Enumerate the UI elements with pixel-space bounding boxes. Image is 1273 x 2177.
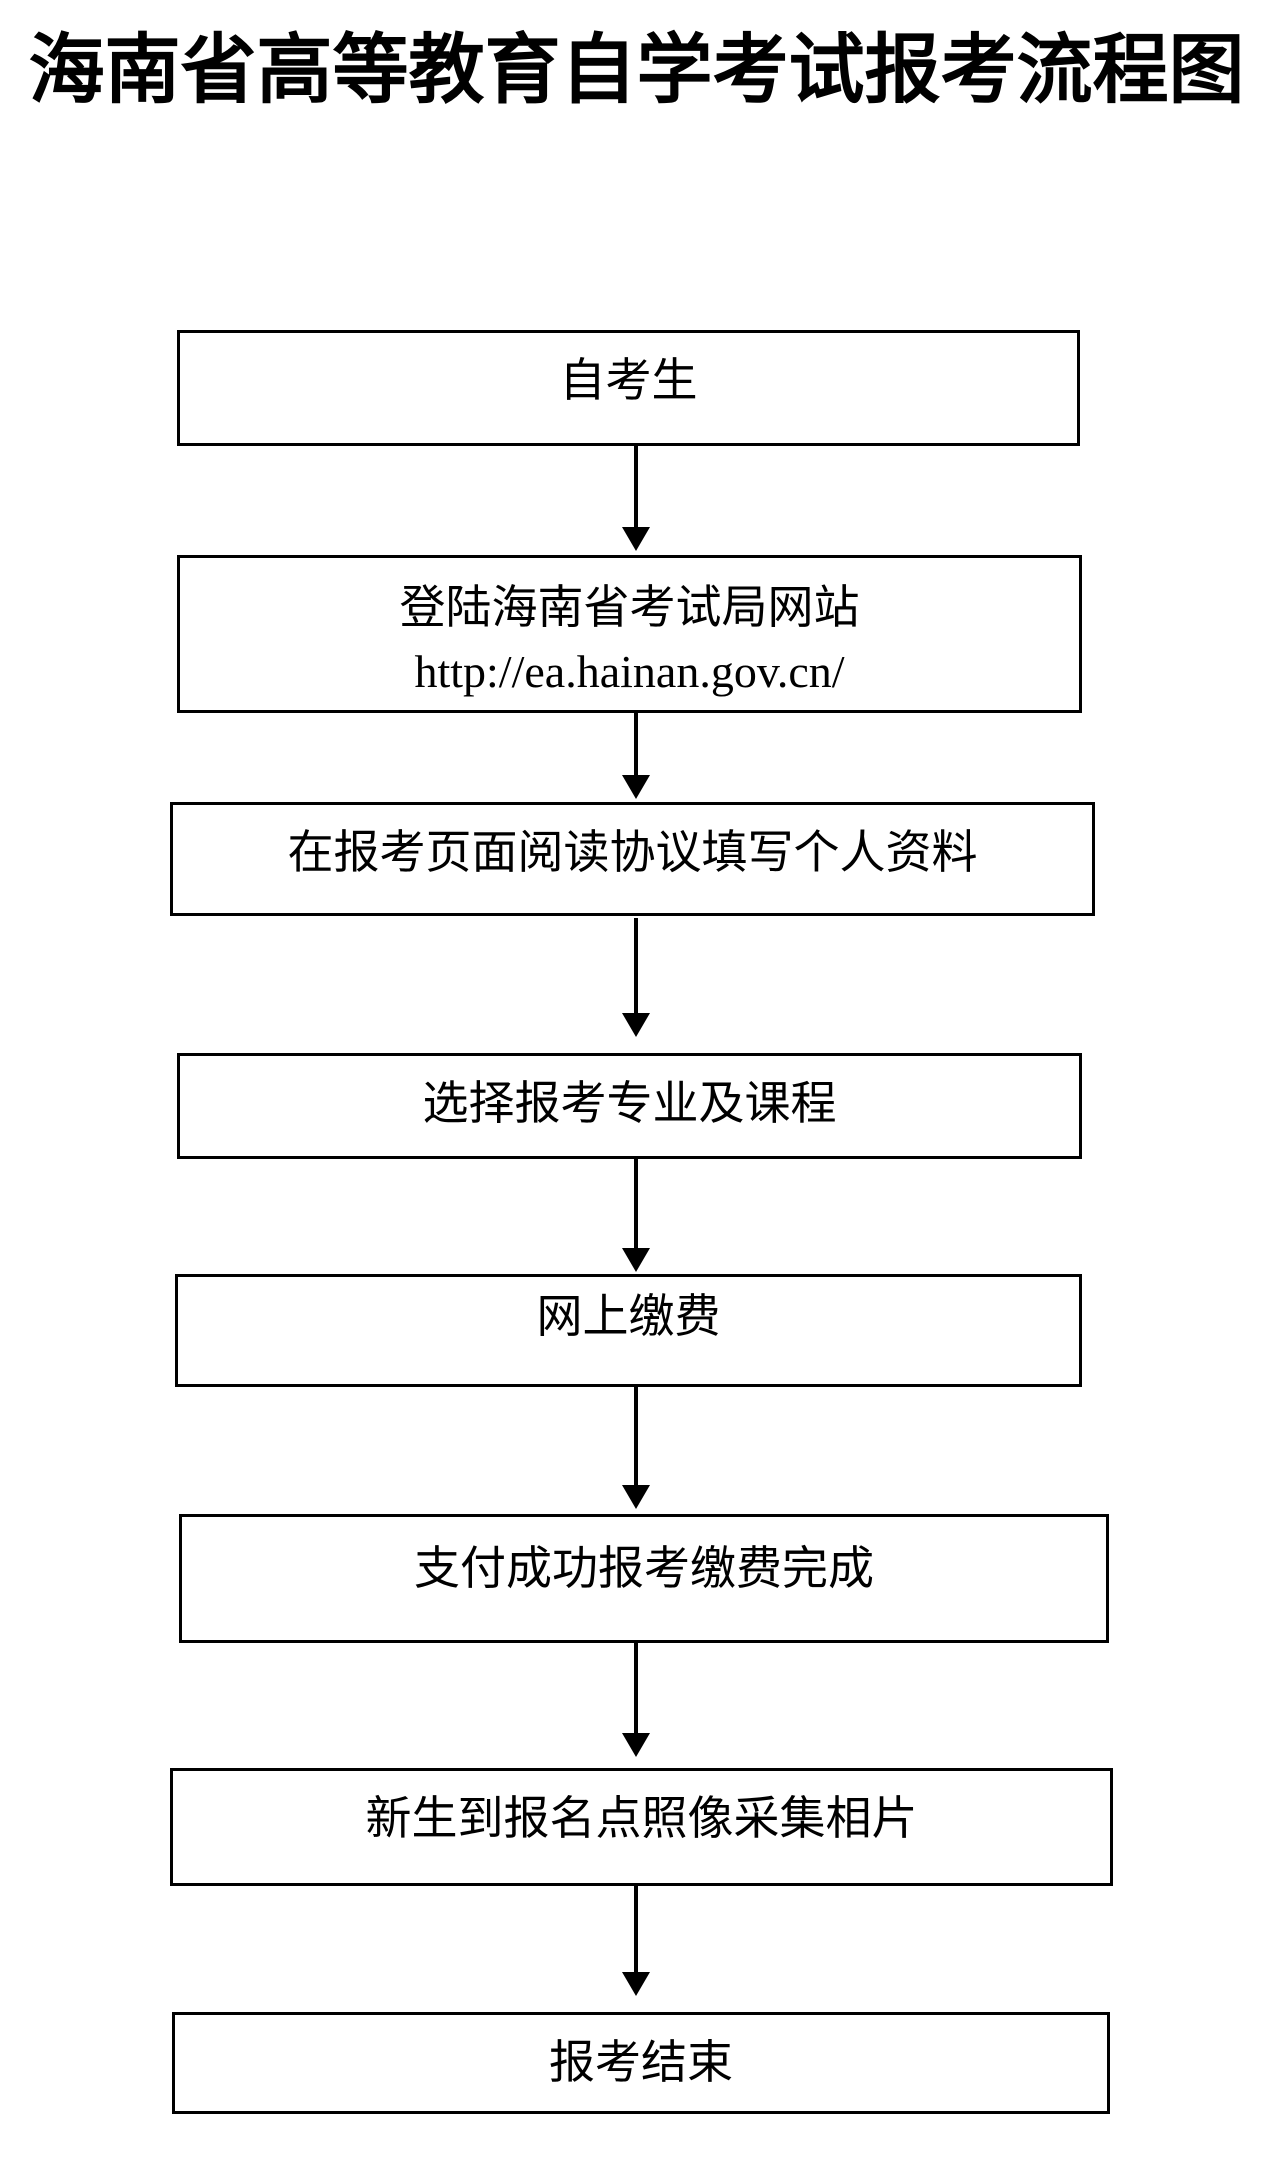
flow-node-label: 报考结束 <box>549 2037 733 2088</box>
arrow-shaft <box>634 1886 638 1972</box>
arrow-shaft <box>634 918 638 1013</box>
arrow-shaft <box>634 1387 638 1485</box>
flowchart-title: 海南省高等教育自学考试报考流程图 <box>28 29 1245 113</box>
arrow-shaft <box>634 1643 638 1733</box>
arrow-down-icon <box>622 527 650 551</box>
flow-node-label: 登陆海南省考试局网站 <box>399 582 860 633</box>
flow-node-candidate: 自考生 <box>177 330 1080 446</box>
flow-arrow <box>622 918 650 1037</box>
arrow-shaft <box>634 1159 638 1248</box>
flow-node-pay-success: 支付成功报考缴费完成 <box>179 1514 1109 1643</box>
flow-arrow <box>622 1886 650 1996</box>
flow-node-label: 新生到报名点照像采集相片 <box>365 1793 918 1844</box>
flow-arrow <box>622 446 650 551</box>
flow-node-select-courses: 选择报考专业及课程 <box>177 1053 1082 1159</box>
flow-node-label: 支付成功报考缴费完成 <box>414 1543 874 1594</box>
arrow-down-icon <box>622 1733 650 1757</box>
flow-arrow <box>622 713 650 799</box>
flow-node-finish: 报考结束 <box>172 2012 1110 2114</box>
flow-node-label: 在报考页面阅读协议填写个人资料 <box>287 827 978 878</box>
flow-arrow <box>622 1159 650 1272</box>
arrow-down-icon <box>622 775 650 799</box>
arrow-shaft <box>634 713 638 775</box>
flow-node-pay-online: 网上缴费 <box>175 1274 1082 1387</box>
flow-node-photo-capture: 新生到报名点照像采集相片 <box>170 1768 1113 1886</box>
flow-node-url: http://ea.hainan.gov.cn/ <box>414 646 845 698</box>
flow-arrow <box>622 1643 650 1757</box>
flow-node-label: 自考生 <box>559 355 698 406</box>
arrow-down-icon <box>622 1485 650 1509</box>
arrow-shaft <box>634 446 638 527</box>
flow-node-fill-info: 在报考页面阅读协议填写个人资料 <box>170 802 1095 916</box>
flow-arrow <box>622 1387 650 1509</box>
arrow-down-icon <box>622 1972 650 1996</box>
flow-node-login-site: 登陆海南省考试局网站 http://ea.hainan.gov.cn/ <box>177 555 1082 713</box>
arrow-down-icon <box>622 1248 650 1272</box>
flow-node-label: 网上缴费 <box>536 1291 721 1342</box>
arrow-down-icon <box>622 1013 650 1037</box>
flow-node-label: 选择报考专业及课程 <box>422 1078 837 1129</box>
